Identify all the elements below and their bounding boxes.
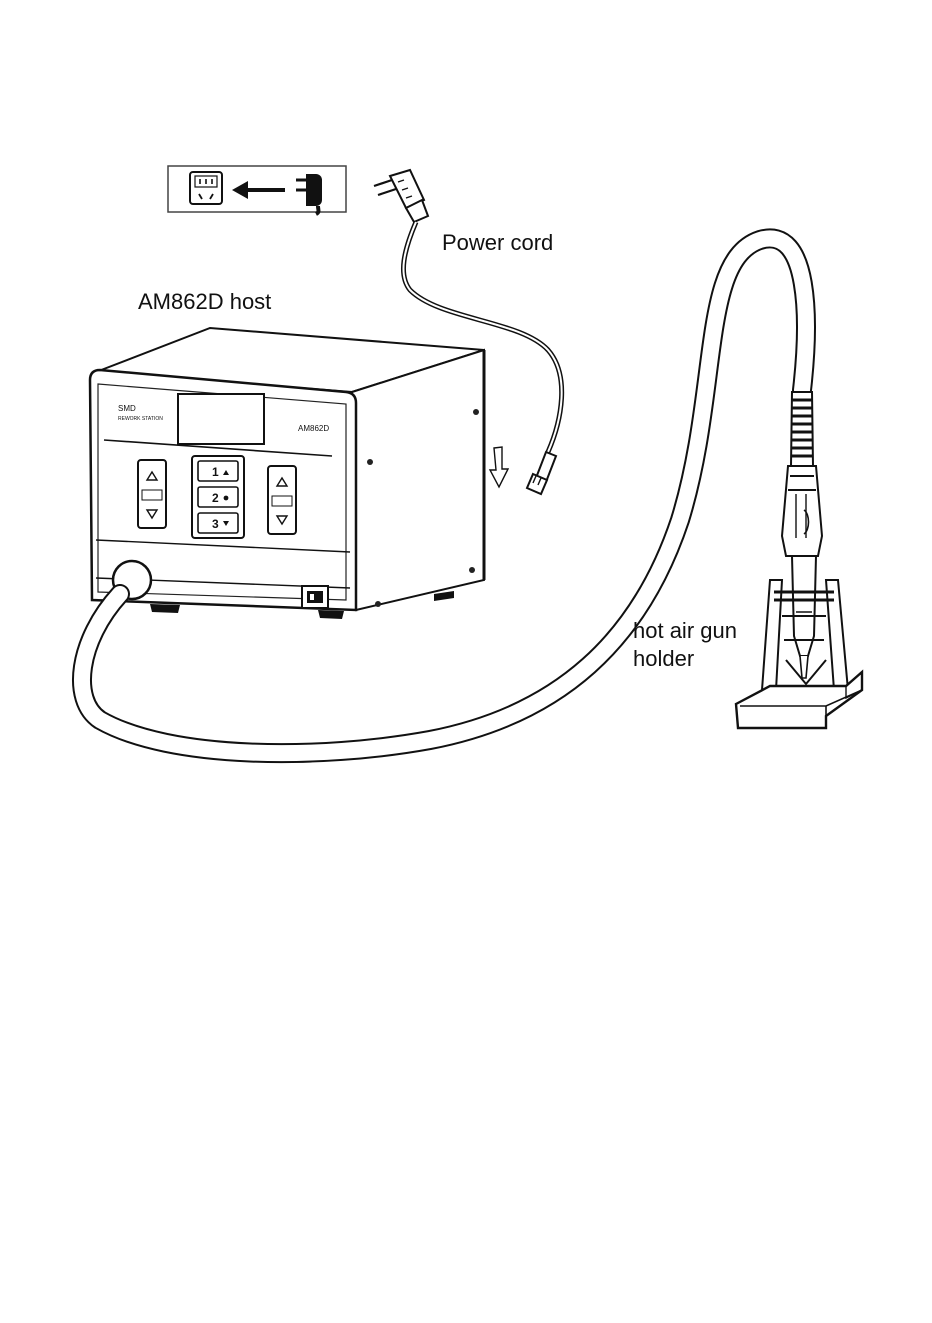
host-label: AM862D host (138, 289, 271, 315)
preset-button-1-label: 1 (212, 465, 219, 479)
schuko-plug-icon (374, 170, 428, 222)
panel-brand: SMD (118, 404, 136, 413)
display-screen (178, 394, 264, 444)
strain-relief (791, 392, 813, 466)
preset-button-1[interactable]: 1 (198, 461, 238, 481)
gun-holder-label-line2: holder (633, 646, 694, 672)
hot-air-gun (782, 392, 822, 678)
wall-socket-icon (190, 172, 222, 204)
right-updown-button[interactable] (268, 466, 296, 534)
preset-button-3-label: 3 (212, 517, 219, 531)
insert-down-arrow-icon (490, 447, 508, 487)
outlet-inset (168, 166, 346, 214)
host-unit: SMD REWORK STATION AM862D (90, 328, 484, 619)
preset-button-2[interactable]: 2 (198, 487, 238, 507)
power-switch[interactable] (302, 586, 328, 608)
gun-holder-label-line1: hot air gun (633, 618, 737, 644)
preset-button-3[interactable]: 3 (198, 513, 238, 533)
panel-subtitle: REWORK STATION (118, 416, 163, 422)
panel-model: AM862D (298, 424, 329, 433)
iec-connector-icon (527, 452, 556, 494)
preset-button-2-label: 2 (212, 491, 219, 505)
power-cord-label: Power cord (442, 230, 553, 256)
left-updown-button[interactable] (138, 460, 166, 528)
